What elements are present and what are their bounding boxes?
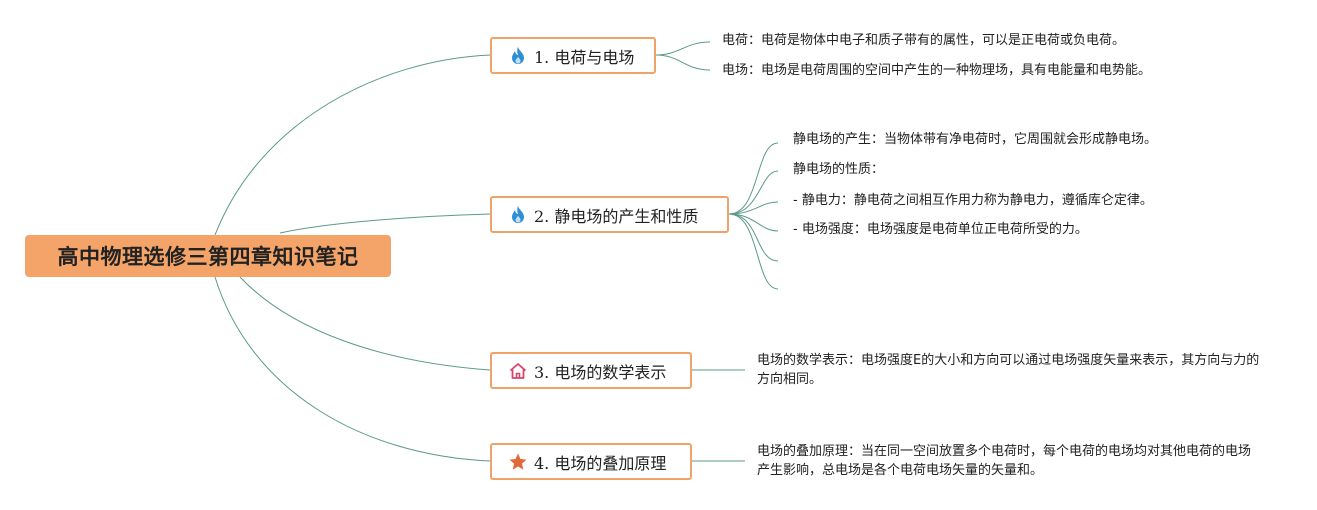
note-text: - 电场强度：电场强度是电荷单位正电荷所受的力。 (793, 222, 1088, 237)
link-topic-2-note-6 (728, 213, 779, 290)
link-topic-2-note-1 (728, 142, 779, 215)
link-topic-2-note-3 (728, 201, 779, 215)
root-label: 高中物理选修三第四章知识笔记 (57, 245, 359, 269)
topic-label: 3. 电场的数学表示 (534, 362, 667, 382)
note-text: 电场：电场是电荷周围的空间中产生的一种物理场，具有电能量和电势能。 (722, 63, 1152, 78)
topic-label: 1. 电荷与电场 (534, 47, 635, 67)
link-topic-1-note-2 (655, 54, 711, 71)
link-topic-2-note-5 (728, 213, 779, 262)
note-text: 静电场的性质： (793, 162, 885, 177)
link-root-topic-4 (214, 276, 491, 462)
root-node[interactable]: 高中物理选修三第四章知识笔记 (25, 235, 391, 277)
link-root-topic-1 (214, 54, 491, 236)
note-text: 电荷：电荷是物体中电子和质子带有的属性，可以是正电荷或负电荷。 (722, 33, 1126, 48)
fire-icon (512, 205, 524, 223)
note-text: 电场的数学表示：电场强度E的大小和方向可以通过电场强度矢量来表示，其方向与力的方… (757, 353, 1260, 387)
link-topic-1-note-1 (655, 41, 711, 56)
note-text: 电场的叠加原理：当在同一空间放置多个电荷时，每个电荷的电场均对其他电荷的电场产生… (757, 444, 1252, 478)
fire-icon (512, 46, 524, 64)
link-topic-2-note-2 (728, 170, 779, 215)
link-root-topic-3 (239, 276, 491, 371)
note-text: 静电场的产生：当物体带有净电荷时，它周围就会形成静电场。 (793, 132, 1158, 147)
note-text: - 静电力：静电荷之间相互作用力称为静电力，遵循库仑定律。 (793, 193, 1153, 208)
topic-node-1[interactable]: 1. 电荷与电场 (490, 37, 656, 74)
topic-node-4[interactable]: 4. 电场的叠加原理 (490, 443, 692, 480)
star-icon (509, 453, 527, 470)
topic-node-2[interactable]: 2. 静电场的产生和性质 (490, 196, 729, 233)
house-icon (509, 362, 527, 379)
topic-node-3[interactable]: 3. 电场的数学表示 (490, 352, 692, 389)
link-topic-2-note-4 (728, 213, 779, 232)
topic-label: 4. 电场的叠加原理 (534, 453, 667, 473)
topic-label: 2. 静电场的产生和性质 (534, 206, 699, 226)
link-root-topic-2 (279, 213, 491, 234)
